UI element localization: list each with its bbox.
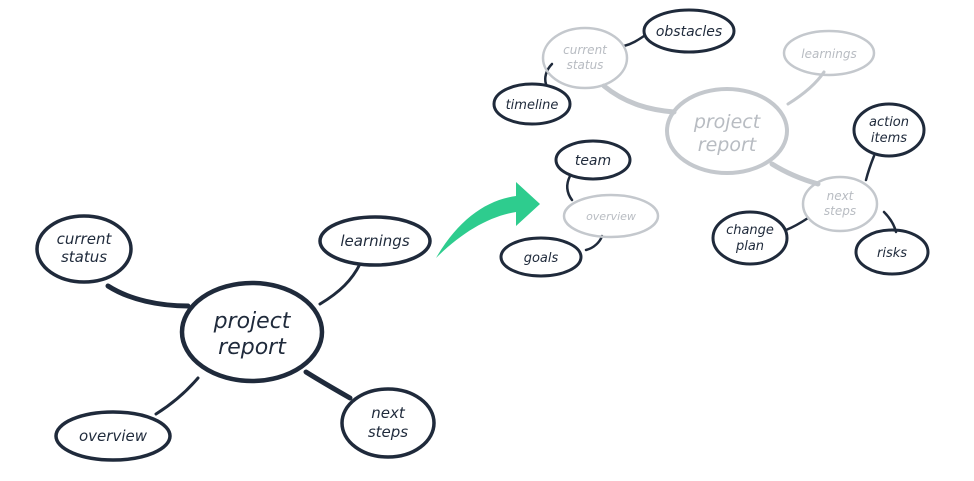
right-node-obstacles: obstacles	[642, 8, 736, 54]
right-connector-obstacles	[622, 34, 646, 48]
right-current-status-line1: current	[563, 43, 608, 57]
left-node-learnings: learnings	[318, 215, 432, 267]
right-connector-timeline	[544, 62, 554, 86]
right-next-steps-line1: next	[827, 189, 855, 203]
left-node-overview: overview	[54, 410, 172, 462]
right-node-risks: risks	[854, 228, 930, 276]
right-action-items-line1: action	[869, 115, 909, 130]
right-connector-goals	[584, 234, 604, 252]
right-node-current-status: current status	[541, 26, 629, 90]
right-connector-learnings	[786, 70, 826, 106]
left-connector-learnings	[318, 262, 362, 306]
right-overview-label: overview	[586, 210, 636, 223]
right-team-label: team	[575, 153, 611, 169]
left-connector-next-steps	[303, 369, 353, 401]
right-center-line2: report	[698, 134, 758, 156]
left-mind-map: current status learnings project report …	[35, 214, 436, 462]
left-center-line1: project	[213, 309, 292, 334]
left-node-current-status: current status	[35, 214, 133, 284]
left-learnings-label: learnings	[340, 232, 409, 250]
right-center-line1: project	[693, 111, 762, 133]
left-overview-label: overview	[79, 427, 148, 445]
right-connector-team	[566, 174, 574, 202]
right-node-timeline: timeline	[492, 82, 572, 126]
right-connector-next-steps	[769, 161, 821, 187]
left-current-status-line2: status	[61, 248, 107, 266]
right-node-learnings: learnings	[782, 29, 876, 77]
right-current-status-line2: status	[567, 58, 604, 72]
left-current-status-line1: current	[57, 230, 113, 248]
left-connector-overview	[154, 376, 200, 416]
right-connector-current-status	[601, 83, 677, 115]
right-action-items-line2: items	[871, 131, 907, 146]
left-next-steps-line2: steps	[368, 423, 408, 441]
right-timeline-label: timeline	[506, 98, 559, 113]
right-risks-label: risks	[877, 246, 907, 261]
right-node-change-plan: change plan	[711, 210, 789, 266]
left-node-project-report: project report	[179, 280, 325, 384]
right-goals-label: goals	[524, 251, 559, 266]
right-next-steps-line2: steps	[824, 204, 856, 218]
right-learnings-label: learnings	[801, 47, 856, 61]
right-node-team: team	[554, 139, 632, 181]
left-center-line2: report	[218, 335, 287, 360]
right-mind-map: current status obstacles timeline learni…	[492, 8, 930, 278]
right-node-goals: goals	[499, 236, 583, 278]
right-obstacles-label: obstacles	[656, 24, 722, 40]
right-node-project-report: project report	[665, 87, 789, 175]
left-next-steps-line1: next	[371, 404, 406, 422]
right-node-next-steps: next steps	[801, 175, 879, 233]
left-node-next-steps: next steps	[340, 387, 436, 459]
right-change-plan-line1: change	[726, 223, 774, 238]
left-connector-current-status	[105, 283, 191, 309]
right-node-action-items: action items	[852, 102, 926, 158]
arrow-right-curved-icon	[436, 182, 540, 258]
right-connector-change-plan	[784, 216, 810, 232]
right-change-plan-line2: plan	[735, 239, 764, 254]
right-connector-action-items	[864, 154, 876, 182]
right-node-overview: overview	[562, 193, 660, 239]
